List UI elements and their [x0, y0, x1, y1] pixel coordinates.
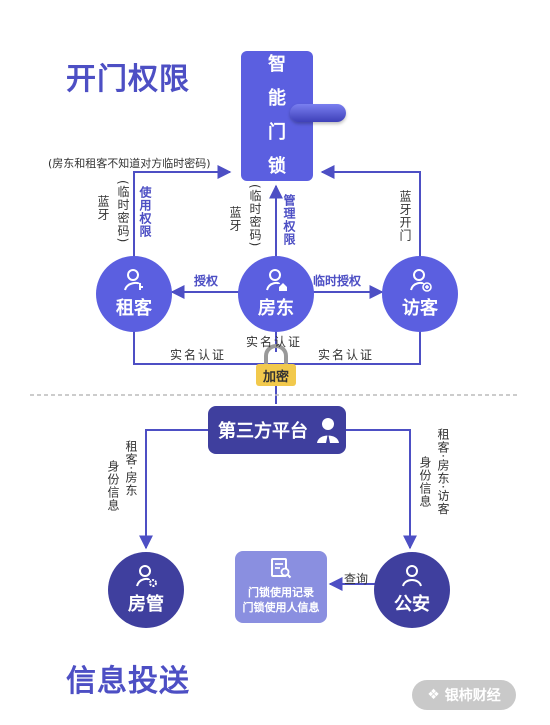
temp-authorize-label: 临时授权 [313, 274, 362, 288]
tenant-label: 租客 [116, 298, 152, 319]
landlord-permission-label: 管理权限 [282, 194, 296, 246]
user-add-icon [410, 269, 432, 292]
police-node: 公安 [374, 552, 450, 628]
visitor-to-lock-line [320, 165, 421, 258]
platform-to-housing-line [139, 429, 208, 550]
realname-center-label: 实名认证 [246, 335, 303, 349]
right-info-line1: 租客·房东·访客 [436, 428, 450, 516]
padlock-shackle [264, 344, 288, 365]
realname-right-label: 实名认证 [318, 348, 375, 362]
watermark-text: 银柿财经 [444, 688, 501, 704]
third-party-platform: 第三方平台 [208, 406, 346, 454]
document-search-icon [271, 558, 292, 579]
tenant-to-lock-line [133, 165, 232, 258]
tenant-node: 租客 [96, 256, 172, 332]
visitor-label: 访客 [402, 298, 438, 319]
smart-lock-label: 智能门锁 [265, 54, 286, 190]
landlord-label: 房东 [258, 298, 294, 319]
lock-record-box: 门锁使用记录 门锁使用人信息 [235, 551, 327, 623]
tenant-password-label: (临时密码) [116, 180, 130, 244]
platform-to-police-line [346, 429, 417, 550]
left-info-line1: 租客·房东 [124, 440, 138, 497]
record-line2: 门锁使用人信息 [242, 601, 320, 614]
user-icon [402, 565, 422, 587]
record-line1: 门锁使用记录 [248, 586, 314, 599]
landlord-node: 房东 [238, 256, 314, 332]
landlord-bluetooth-label: 蓝牙 [228, 206, 242, 232]
visitor-node: 访客 [382, 256, 458, 332]
lock-handle-icon [290, 104, 346, 122]
authorize-label: 授权 [194, 274, 219, 288]
user-key-icon [124, 269, 143, 291]
encrypt-badge: 加密 [256, 364, 296, 386]
visitor-open-label: 蓝牙开门 [398, 190, 412, 242]
tenant-permission-label: 使用权限 [138, 186, 152, 238]
housing-label: 房管 [128, 594, 164, 615]
housing-node: 房管 [108, 552, 184, 628]
right-info-line2: 身份信息 [418, 456, 432, 508]
query-label: 查询 [344, 572, 369, 586]
user-tie-icon [317, 418, 339, 443]
section-title-access: 开门权限 [66, 62, 190, 97]
landlord-password-label: (临时密码) [248, 184, 262, 248]
realname-left-label: 实名认证 [170, 348, 227, 362]
diamond-logo-icon: ❖ [427, 687, 440, 703]
platform-label: 第三方平台 [218, 421, 308, 442]
watermark-logo: ❖ 银柿财经 [412, 680, 516, 710]
tenant-bluetooth-label: 蓝牙 [96, 195, 110, 221]
password-note: (房东和租客不知道对方临时密码) [48, 157, 211, 170]
police-label: 公安 [394, 594, 430, 615]
user-home-icon [266, 269, 287, 291]
left-info-line2: 身份信息 [106, 460, 120, 512]
section-title-info: 信息投送 [66, 664, 190, 699]
user-gear-icon [136, 565, 157, 587]
